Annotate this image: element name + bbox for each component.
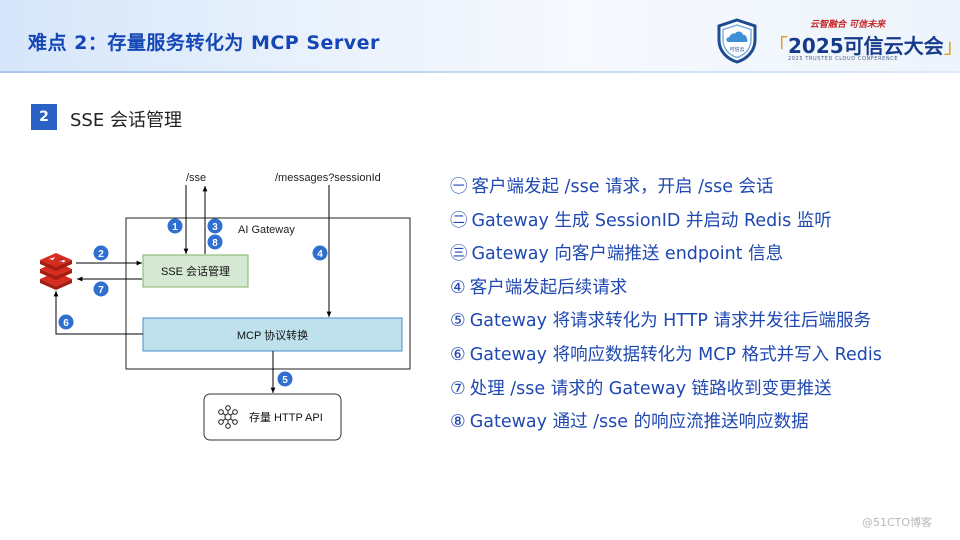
redis-icon [40, 253, 72, 290]
api-network-icon [218, 405, 238, 429]
step-badge-6: 6 [58, 314, 74, 330]
step-badge-8: 8 [207, 234, 223, 250]
header-bar [0, 0, 960, 72]
arrow-mcp-to-redis [53, 291, 143, 335]
step-badge-5: 5 [277, 371, 293, 387]
svg-text:4: 4 [317, 249, 323, 260]
ai-gateway-label: AI Gateway [238, 224, 295, 236]
svg-text:可信云: 可信云 [729, 46, 744, 53]
svg-text:8: 8 [212, 238, 218, 249]
step-badge-4: 4 [312, 245, 328, 261]
header-divider [0, 71, 960, 73]
legacy-api-box [203, 393, 342, 441]
sse-endpoint-label: /sse [186, 172, 206, 184]
step-badge-2: 2 [93, 245, 109, 261]
svg-text:5: 5 [282, 375, 288, 386]
step-badge-3: 3 [207, 218, 223, 234]
step-badge-7: 7 [93, 281, 109, 297]
shield-icon: 可信云 [717, 18, 757, 64]
svg-text:2: 2 [98, 249, 104, 260]
step-item-1: ㊀客户端发起 /sse 请求，开启 /sse 会话 [450, 177, 774, 197]
logo-slogan: 云智融合 可信未来 [810, 20, 886, 30]
sse-session-box [142, 254, 249, 288]
svg-text:7: 7 [98, 285, 104, 296]
logo-subtitle: 2025 TRUSTED CLOUD CONFERENCE [788, 56, 899, 62]
svg-text:1: 1 [172, 222, 178, 233]
step-badge-1: 1 [167, 218, 183, 234]
section-number-badge: 2 [31, 104, 57, 130]
section-title: SSE 会话管理 [70, 110, 182, 131]
mcp-conversion-label: MCP 协议转换 [237, 328, 308, 342]
mcp-conversion-box [142, 317, 403, 352]
page-title: 难点 2：存量服务转化为 MCP Server [28, 32, 380, 54]
messages-endpoint-label: /messages?sessionId [275, 172, 381, 184]
legacy-api-label: 存量 HTTP API [249, 410, 323, 424]
conference-logo: 可信云 云智融合 可信未来 「2025可信云大会」 2025 TRUSTED C… [712, 14, 960, 66]
sse-session-label: SSE 会话管理 [161, 264, 230, 278]
svg-text:6: 6 [63, 318, 69, 329]
watermark: @51CTO博客 [862, 516, 933, 529]
logo-title: 「2025可信云大会」 [768, 34, 960, 58]
svg-text:3: 3 [212, 222, 218, 233]
